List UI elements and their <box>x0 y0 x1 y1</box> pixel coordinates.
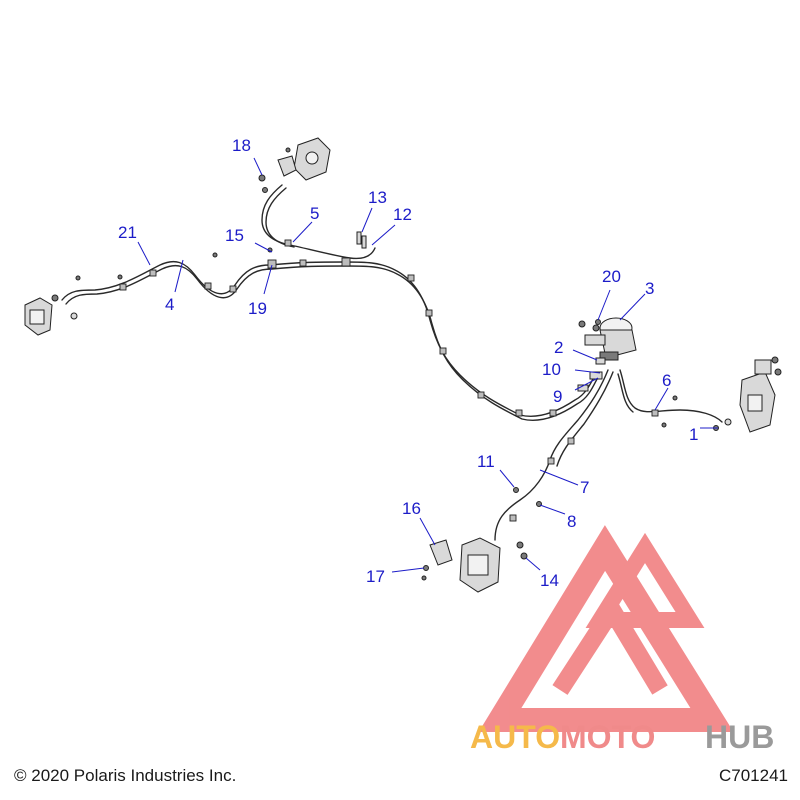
callout-8: 8 <box>567 512 576 531</box>
callout-5: 5 <box>310 204 319 223</box>
callout-20: 20 <box>602 267 621 286</box>
master-cylinder <box>578 317 637 361</box>
callout-4: 4 <box>165 295 174 314</box>
callouts: 1 2 3 4 5 6 7 8 9 10 11 12 13 14 15 16 1… <box>118 136 698 590</box>
watermark-hub: HUB <box>705 719 774 755</box>
callout-3: 3 <box>645 279 654 298</box>
callout-14: 14 <box>540 571 559 590</box>
front-left-caliper <box>421 537 528 593</box>
callout-6: 6 <box>662 371 671 390</box>
copyright-text: © 2020 Polaris Industries Inc. <box>14 766 237 785</box>
rear-left-caliper <box>24 294 78 336</box>
callout-2: 2 <box>554 338 563 357</box>
leader-lines <box>137 157 718 573</box>
callout-16: 16 <box>402 499 421 518</box>
diagram-code: C701241 <box>718 766 788 785</box>
callout-10: 10 <box>542 360 561 379</box>
upper-bracket <box>258 137 331 193</box>
callout-21: 21 <box>118 223 137 242</box>
front-right-caliper <box>713 356 782 433</box>
callout-1: 1 <box>689 425 698 444</box>
callout-12: 12 <box>393 205 412 224</box>
callout-17: 17 <box>366 567 385 586</box>
callout-7: 7 <box>580 478 589 497</box>
watermark-text: AUTO MOTO HUB <box>470 719 774 755</box>
watermark-moto: MOTO <box>560 719 655 755</box>
callout-13: 13 <box>368 188 387 207</box>
callout-15: 15 <box>225 226 244 245</box>
watermark-auto: AUTO <box>470 719 560 755</box>
callout-18: 18 <box>232 136 251 155</box>
callout-19: 19 <box>248 299 267 318</box>
brake-line-rear-left <box>61 260 598 421</box>
callout-9: 9 <box>553 387 562 406</box>
watermark-logo <box>478 525 734 732</box>
callout-11: 11 <box>477 452 495 471</box>
line-clips <box>119 239 659 522</box>
bolts <box>75 231 678 507</box>
